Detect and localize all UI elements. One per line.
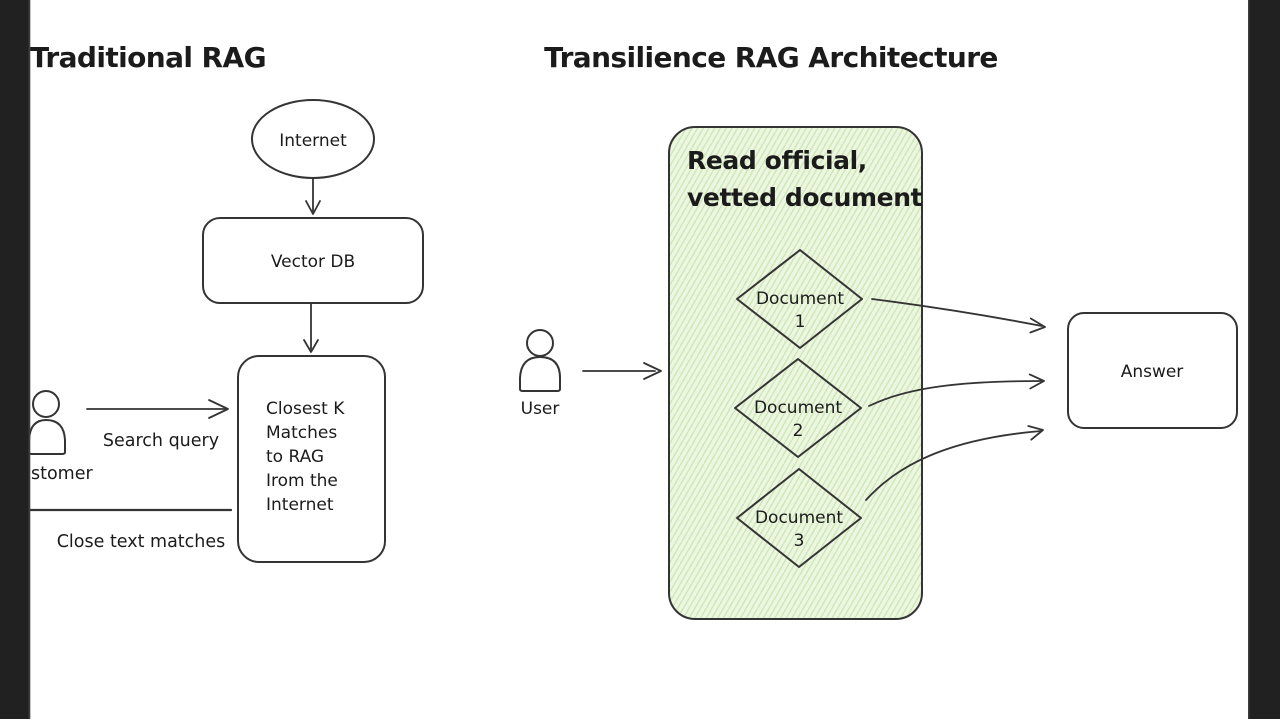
transilience-rag-title: Transilience RAG Architecture — [544, 41, 998, 74]
search-query-label: Search query — [103, 431, 219, 451]
arrowhead-customer-to-matchbox — [208, 399, 229, 419]
document-2-diamond — [734, 358, 862, 458]
arrowhead-vectordb-to-matchbox — [303, 339, 319, 353]
customer-figure — [28, 390, 66, 455]
vetted-documents-heading-line-2: vetted document — [687, 183, 923, 212]
vetted-documents-box — [668, 126, 923, 620]
close-text-matches-label: Close text matches — [57, 532, 226, 552]
user-head-icon — [526, 329, 554, 357]
arrowhead-user-to-documents — [643, 362, 662, 380]
vetted-documents-heading-line-1: Read official, — [687, 146, 867, 175]
answer-label: Answer — [1121, 362, 1184, 382]
vector-db-label: Vector DB — [271, 252, 355, 272]
traditional-rag-section: Traditional RAG Internet Vector DB Close… — [28, 41, 424, 563]
closest-matches-line-1: Closest K — [266, 399, 345, 419]
customer-label: stomer — [31, 464, 93, 484]
user-body-icon — [519, 355, 561, 392]
closest-matches-line-5: Internet — [266, 495, 334, 515]
document-3-number: 3 — [794, 531, 805, 551]
vector-db-box — [202, 217, 424, 304]
arrowhead-internet-to-vectordb — [305, 200, 321, 215]
arrowhead-document1-to-answer — [1029, 317, 1046, 334]
left-letterbox-bar-edge — [28, 0, 31, 719]
closest-matches-line-2: Matches — [266, 423, 337, 443]
closest-matches-line-4: Irom the — [266, 471, 338, 491]
internet-ellipse — [251, 99, 375, 179]
arrowhead-document2-to-answer — [1028, 373, 1045, 390]
document-3-diamond — [736, 468, 862, 568]
customer-body-icon — [28, 418, 66, 455]
answer-box — [1067, 312, 1238, 429]
user-figure — [519, 329, 561, 392]
right-letterbox-bar — [1248, 0, 1280, 719]
document-3-label: Document — [755, 508, 843, 528]
right-letterbox-bar-edge — [1248, 0, 1250, 719]
user-label: User — [521, 399, 560, 419]
document-2-label: Document — [754, 398, 842, 418]
document-1-diamond — [736, 249, 863, 349]
document-2-number: 2 — [793, 421, 804, 441]
transilience-rag-section: Transilience RAG Architecture User Read … — [519, 41, 1238, 620]
arrow-document2-to-answer — [868, 380, 1043, 407]
left-letterbox-bar — [0, 0, 30, 719]
traditional-rag-title: Traditional RAG — [30, 41, 266, 74]
document-1-number: 1 — [795, 312, 806, 332]
arrowhead-document3-to-answer — [1027, 425, 1044, 441]
arrow-document1-to-answer — [871, 298, 1043, 327]
closest-matches-line-3: to RAG — [266, 447, 324, 467]
closest-matches-box — [237, 355, 386, 563]
document-1-label: Document — [756, 289, 844, 309]
customer-head-icon — [32, 390, 60, 418]
internet-label: Internet — [279, 131, 347, 151]
arrow-document3-to-answer — [865, 430, 1042, 501]
